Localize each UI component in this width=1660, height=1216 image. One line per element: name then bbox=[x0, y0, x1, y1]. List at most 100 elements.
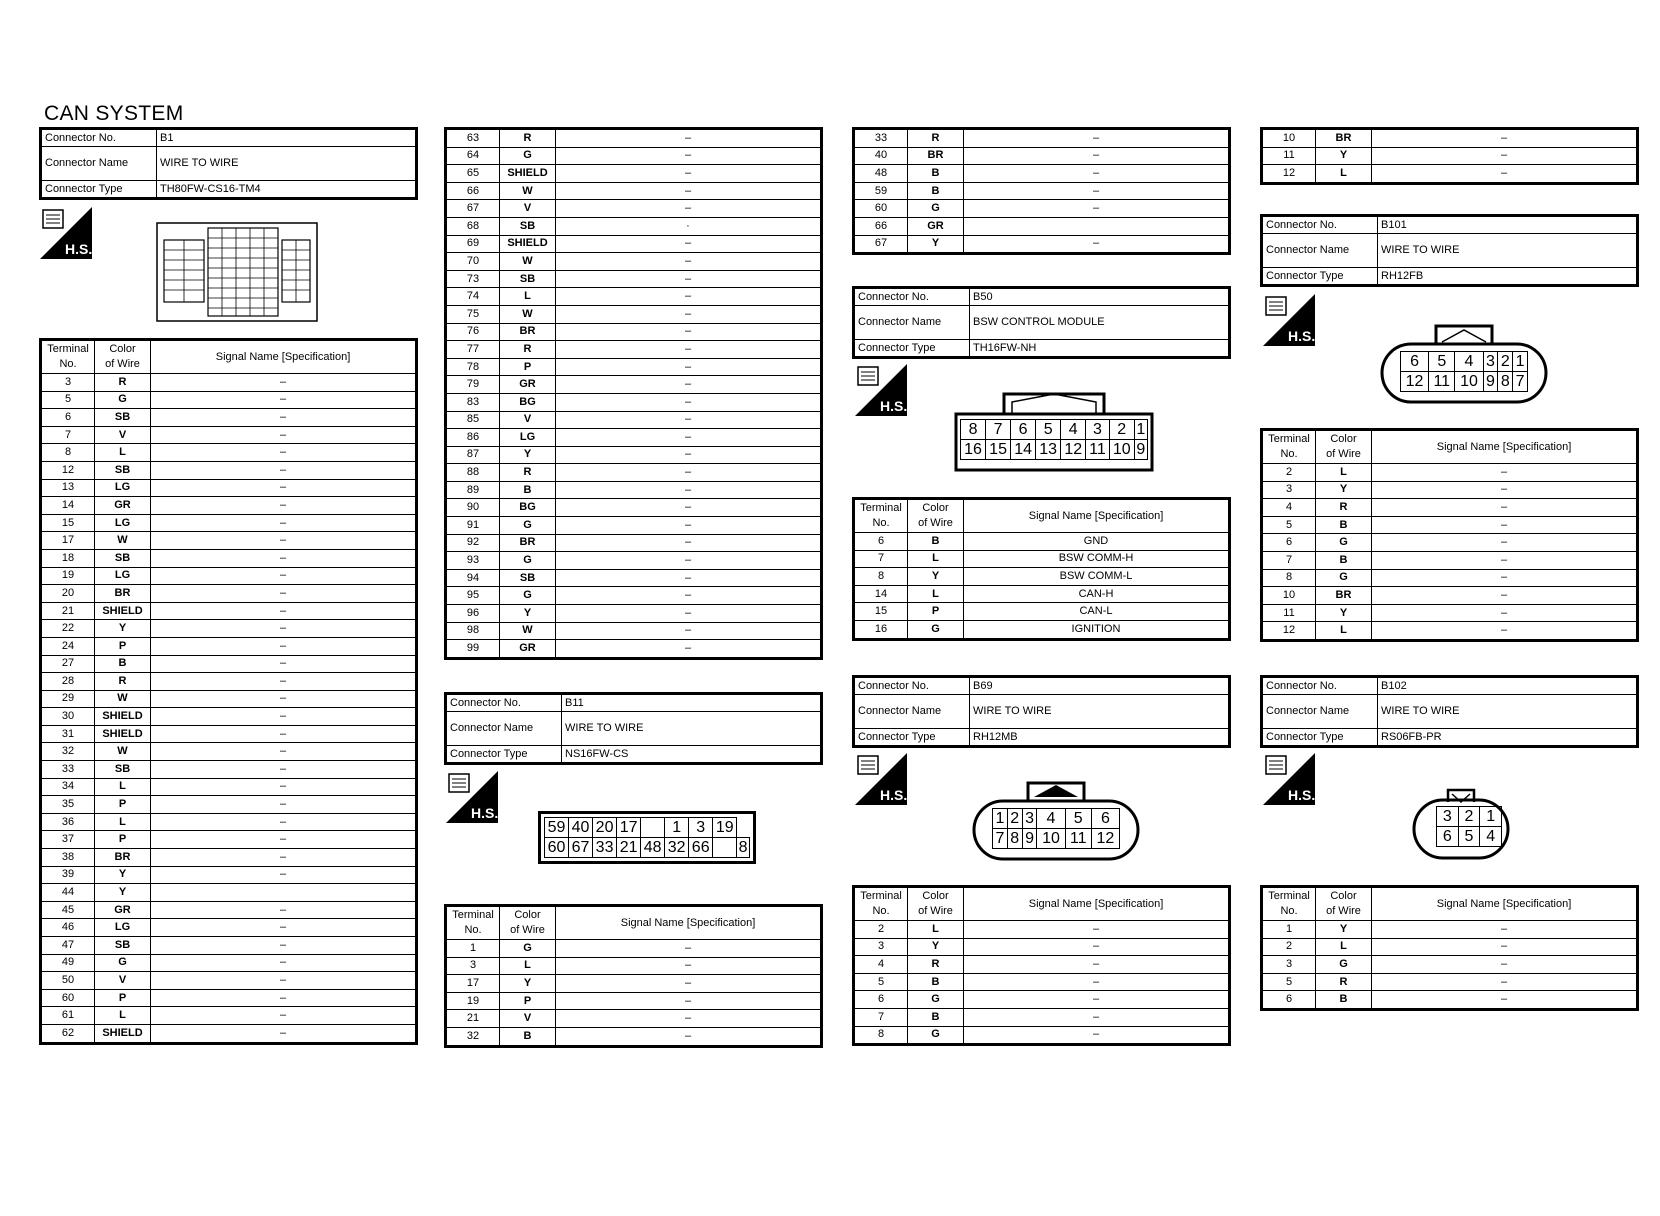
connector-type-label: Connector Type bbox=[40, 180, 157, 199]
terminal-no: 95 bbox=[445, 586, 500, 606]
wire-color: P bbox=[94, 636, 151, 656]
signal-name: – bbox=[150, 619, 417, 638]
terminal-no: 14 bbox=[853, 584, 908, 604]
wire-color: L bbox=[1315, 164, 1372, 184]
wire-color: R bbox=[499, 340, 556, 359]
signal-name: – bbox=[1371, 498, 1638, 517]
terminal-no: 90 bbox=[445, 498, 500, 518]
wire-color: BR bbox=[499, 533, 556, 553]
signal-name: – bbox=[963, 1007, 1230, 1027]
wire-color: Y bbox=[499, 445, 556, 465]
terminal-no: 73 bbox=[445, 269, 500, 289]
signal-name: – bbox=[150, 513, 417, 533]
terminal-no: 75 bbox=[445, 304, 500, 324]
wire-color: G bbox=[907, 199, 964, 218]
wire-color: SHIELD bbox=[499, 164, 556, 183]
wire-color: W bbox=[94, 531, 151, 550]
signal-name: – bbox=[1371, 621, 1638, 641]
signal-name: – bbox=[150, 988, 417, 1008]
terminal-no: 36 bbox=[40, 812, 95, 832]
wire-color: Y bbox=[499, 604, 556, 623]
wire-color: Y bbox=[1315, 480, 1372, 500]
connector-name-label: Connector Name bbox=[40, 146, 157, 181]
wire-color: SB bbox=[94, 408, 151, 427]
terminal-no: 15 bbox=[853, 602, 908, 621]
signal-name: BSW COMM-L bbox=[963, 567, 1230, 586]
signal-name: – bbox=[150, 953, 417, 973]
terminal-no: 76 bbox=[445, 322, 500, 342]
signal-name: – bbox=[555, 586, 822, 606]
wire-color: GR bbox=[907, 216, 964, 236]
terminal-no: 2 bbox=[1261, 463, 1316, 482]
connector-type-value: RH12MB bbox=[969, 728, 1230, 747]
terminal-no: 32 bbox=[445, 1026, 500, 1047]
signal-name: GND bbox=[963, 532, 1230, 551]
pin-cell: 12 bbox=[1399, 371, 1430, 392]
wire-color: B bbox=[499, 1026, 556, 1047]
wire-color: G bbox=[1315, 568, 1372, 588]
terminal-no: 28 bbox=[40, 672, 95, 691]
wire-color: G bbox=[907, 1025, 964, 1046]
terminal-no: 47 bbox=[40, 936, 95, 955]
pin-cell: 11 bbox=[1428, 371, 1456, 392]
terminal-no: 19 bbox=[445, 991, 500, 1011]
signal-name: – bbox=[555, 480, 822, 500]
wire-color: SB bbox=[94, 936, 151, 955]
terminal-no: 14 bbox=[40, 496, 95, 515]
signal-name: – bbox=[150, 636, 417, 656]
wire-color: V bbox=[94, 971, 151, 990]
wire-color: G bbox=[1315, 533, 1372, 552]
signal-name: – bbox=[150, 742, 417, 762]
signal-name: – bbox=[555, 146, 822, 166]
wire-color: BR bbox=[1315, 586, 1372, 605]
terminal-no: 44 bbox=[40, 883, 95, 902]
signal-name: – bbox=[963, 146, 1230, 166]
terminal-no: 39 bbox=[40, 865, 95, 885]
terminal-no: 7 bbox=[853, 549, 908, 569]
pin-cell: 5 bbox=[1064, 808, 1092, 829]
terminal-no: 21 bbox=[40, 601, 95, 621]
wire-color: L bbox=[94, 777, 151, 797]
wire-color: Y bbox=[94, 865, 151, 885]
wire-color: B bbox=[907, 1007, 964, 1027]
terminal-no: 87 bbox=[445, 445, 500, 465]
signal-name: – bbox=[555, 234, 822, 254]
terminal-no: 33 bbox=[40, 760, 95, 779]
hs-label: H.S. bbox=[1288, 787, 1315, 803]
signal-name: – bbox=[150, 795, 417, 814]
signal-name: – bbox=[555, 551, 822, 570]
connector-type-value: RH12FB bbox=[1377, 267, 1638, 286]
wire-color: R bbox=[94, 672, 151, 691]
pin-cell: 3 bbox=[1482, 351, 1499, 372]
terminal-no: 2 bbox=[1261, 937, 1316, 957]
terminal-no: 49 bbox=[40, 953, 95, 973]
